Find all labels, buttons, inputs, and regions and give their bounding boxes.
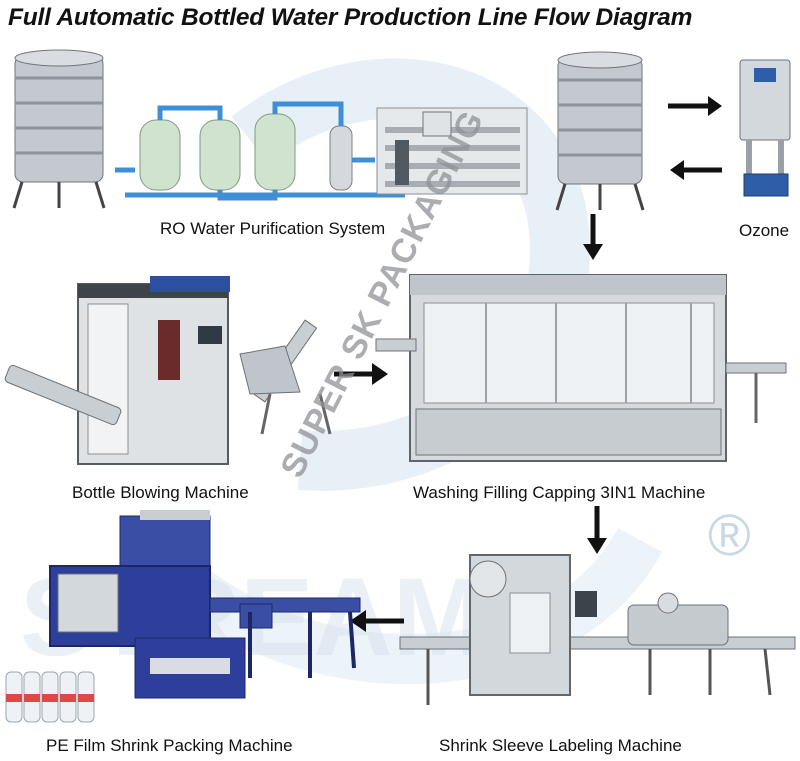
filling-capping-machine — [375, 274, 787, 462]
ozone-generator — [739, 59, 791, 197]
pe-film-shrink-packing-machine — [49, 510, 361, 699]
filter-tanks — [139, 113, 353, 191]
storage-tank-left — [12, 49, 106, 209]
bottle-pack — [5, 671, 95, 723]
blowing-caption: Bottle Blowing Machine — [72, 483, 249, 502]
arrow-left-from-ozone — [670, 160, 722, 180]
packing-caption: PE Film Shrink Packing Machine — [46, 736, 293, 755]
ro-caption: RO Water Purification System — [160, 219, 386, 238]
arrow-down-to-filler — [583, 214, 603, 260]
arrow-right-to-filler — [334, 363, 388, 385]
bottle-blowing-machine — [4, 276, 332, 465]
filling-caption: Washing Filling Capping 3IN1 Machine — [413, 483, 706, 502]
storage-tank-right — [555, 51, 645, 211]
labeling-caption: Shrink Sleeve Labeling Machine — [439, 736, 682, 755]
ro-purification-system — [115, 101, 528, 201]
arrow-down-to-labeler — [587, 506, 607, 554]
ozone-caption: Ozone — [739, 221, 790, 240]
arrow-left-to-packer — [350, 610, 404, 632]
arrow-right-to-ozone — [668, 96, 722, 116]
registered-mark: ® — [708, 503, 751, 568]
shrink-sleeve-labeling-machine — [399, 554, 796, 705]
page-title: Full Automatic Bottled Water Production … — [8, 4, 693, 31]
